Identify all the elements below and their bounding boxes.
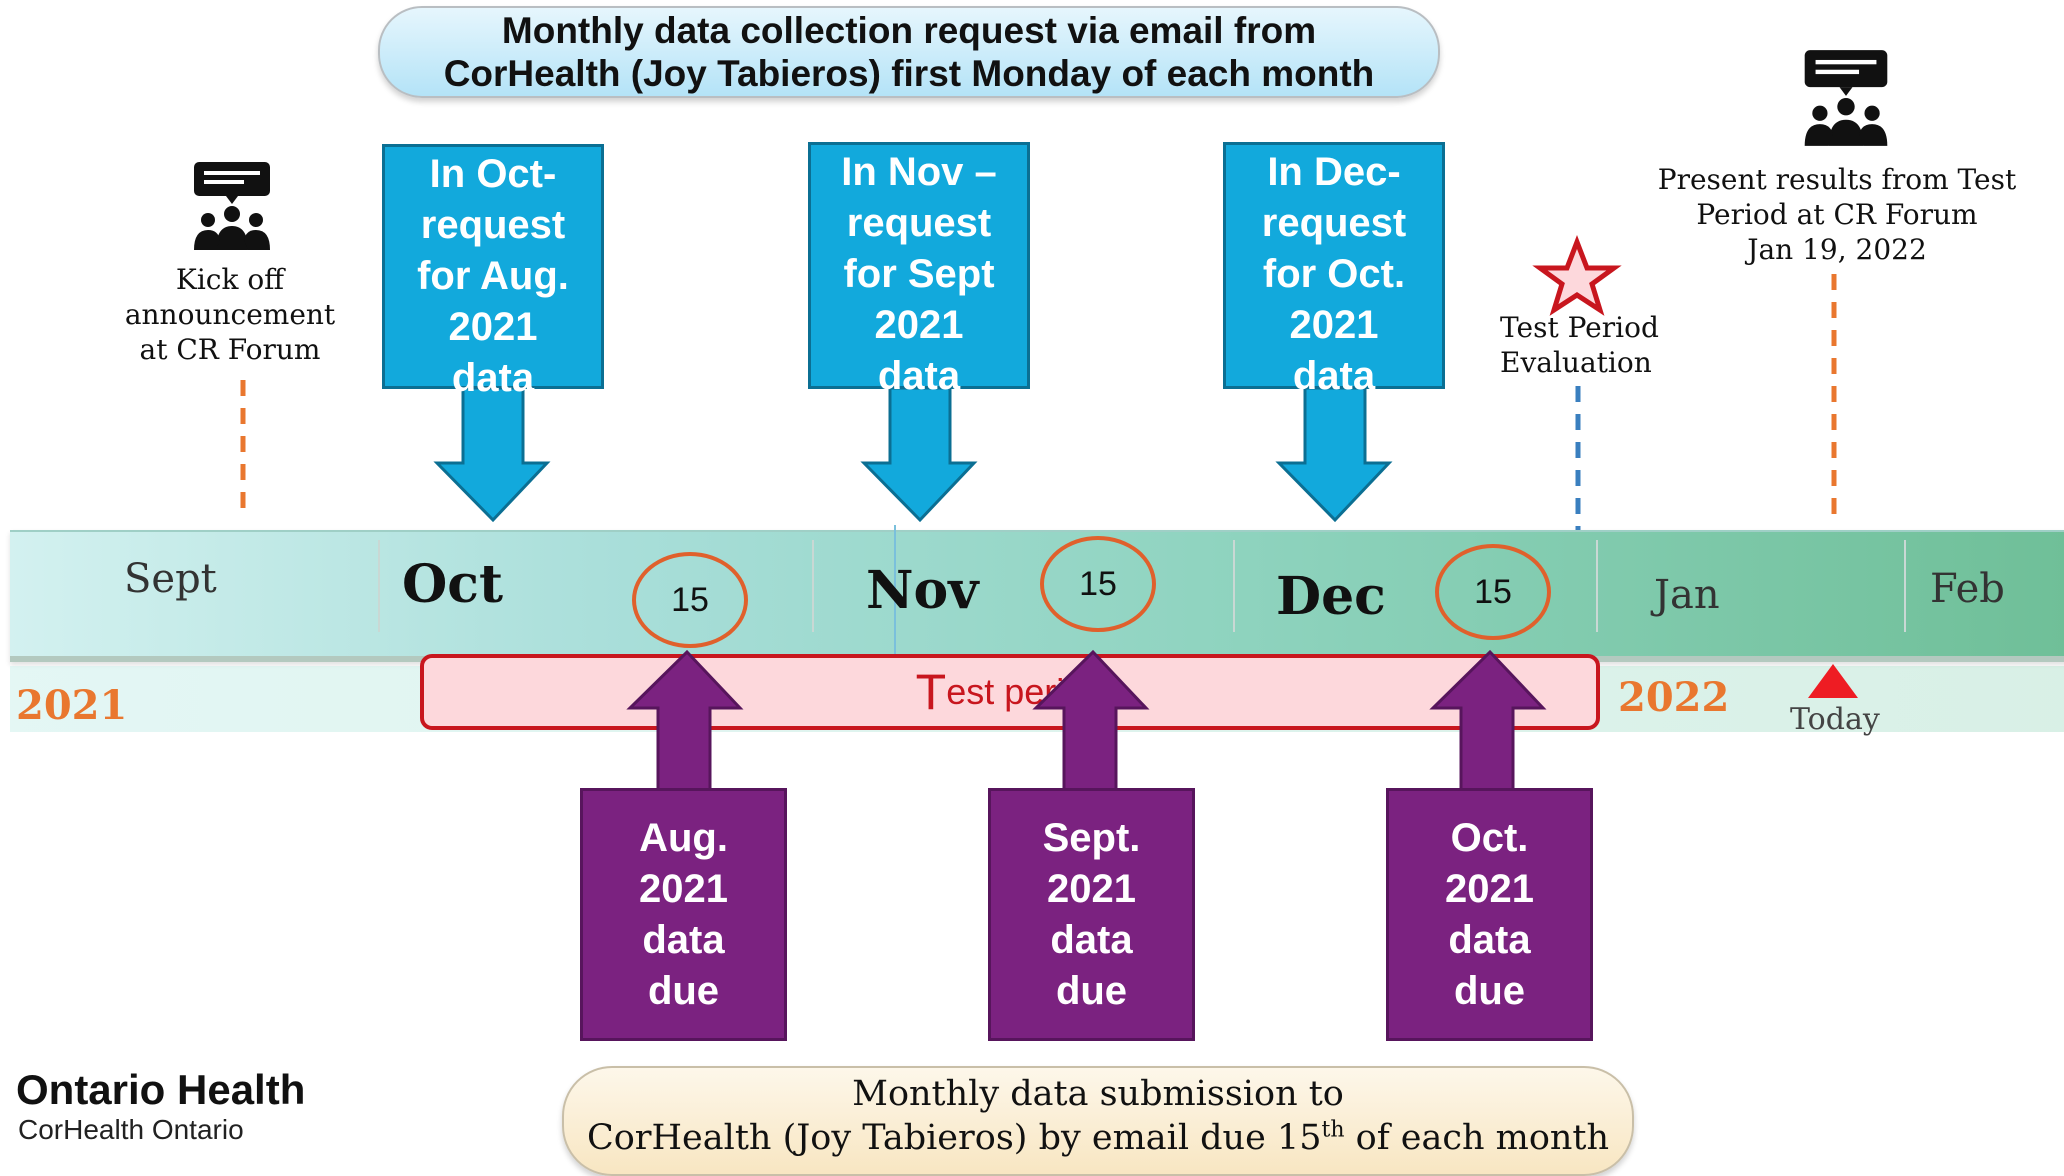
evaluation-line: Test Period [1500,311,1659,344]
due-line: data [1448,918,1531,962]
month-separator [1596,540,1598,632]
present-results-note: Present results from Test Period at CR F… [1650,162,2024,267]
month-label-sept: Sept [124,556,217,602]
request-line: 2021 [448,305,538,349]
monthly-submission-banner: Monthly data submission to CorHealth (Jo… [562,1066,1634,1176]
due-line: 2021 [1047,867,1136,911]
request-line: for Aug. [417,254,569,298]
month-separator [1233,540,1235,632]
request-line: request [420,203,566,247]
meeting-icon [1804,50,1888,146]
banner-line-2: CorHealth (Joy Tabieros) first Monday of… [443,53,1375,94]
request-line: request [846,201,992,245]
logo-corhealth-ontario: CorHealth Ontario [18,1114,244,1145]
due-line: Aug. [639,816,728,860]
month-label-jan: Jan [1654,572,1720,618]
submission-line-2-text: CorHealth (Joy Tabieros) by email due 15 [586,1118,1322,1158]
due-line: Oct. [1450,816,1529,860]
request-line: 2021 [874,303,964,347]
month-separator [378,540,380,632]
request-box-oct: In Oct- request for Aug. 2021 data [382,144,604,400]
kickoff-line: announcement [124,298,336,331]
month-separator [1904,540,1906,632]
request-line: data [451,356,535,400]
month-separator [812,540,814,632]
present-line: Jan 19, 2022 [1747,233,1927,266]
request-line: request [1261,201,1407,245]
due-line: due [1453,969,1526,1013]
request-line: 2021 [1289,303,1379,347]
request-box-nov: In Nov – request for Sept 2021 data [808,142,1030,398]
submission-line-1: Monthly data submission to [852,1074,1344,1114]
banner-line-1: Monthly data collection request via emai… [501,10,1317,51]
test-period-initial: T [915,664,947,720]
submission-line-2: CorHealth (Joy Tabieros) by email due 15… [564,1116,1632,1160]
up-arrow-sept [1032,649,1150,792]
logo-ontario-health: Ontario Health [16,1066,306,1113]
month-label-oct: Oct [402,554,503,615]
present-line: Present results from Test [1657,163,2017,196]
month-label-nov: Nov [866,560,979,621]
today-triangle-icon [1808,664,1858,698]
month-label-feb: Feb [1930,566,2005,612]
down-arrow-dec [1275,386,1393,523]
year-start-label: 2021 [16,682,128,729]
request-line: for Oct. [1262,252,1406,296]
day-marker-dec-15: 15 [1435,544,1551,640]
due-box-oct: Oct. 2021 data due [1386,788,1593,1041]
due-line: Sept. [1042,816,1141,860]
kickoff-line: Kick off [175,263,285,296]
up-arrow-aug [626,649,744,792]
today-label: Today [1790,702,1880,737]
up-arrow-oct [1429,649,1547,792]
month-label-dec: Dec [1276,566,1386,627]
request-line: data [877,354,961,398]
present-line: Period at CR Forum [1696,198,1978,231]
meeting-icon [194,162,270,250]
due-line: data [1050,918,1133,962]
day-marker-oct-15: 15 [632,552,748,648]
due-box-aug: Aug. 2021 data due [580,788,787,1041]
request-box-dec: In Dec- request for Oct. 2021 data [1223,142,1445,398]
day-marker-nov-15: 15 [1040,536,1156,632]
due-box-sept: Sept. 2021 data due [988,788,1195,1041]
kickoff-line: at CR Forum [139,333,321,366]
year-end-label: 2022 [1618,674,1730,721]
down-arrow-nov [860,386,978,523]
request-line: In Dec- [1267,150,1401,194]
submission-line-2-end: of each month [1344,1118,1610,1158]
submission-line-2-sup: th [1321,1117,1345,1143]
due-line: data [642,918,725,962]
request-line: data [1292,354,1376,398]
star-icon [1532,235,1622,316]
evaluation-line: Evaluation [1500,346,1652,379]
today-divider-line [894,525,896,660]
monthly-request-banner: Monthly data collection request via emai… [378,6,1440,98]
due-line: 2021 [639,867,728,911]
due-line: due [647,969,720,1013]
request-line: In Oct- [429,152,557,196]
due-line: due [1055,969,1128,1013]
kickoff-note: Kick off announcement at CR Forum [110,262,350,367]
request-line: for Sept [843,252,995,296]
down-arrow-oct [433,386,551,523]
request-line: In Nov – [841,150,997,194]
due-line: 2021 [1445,867,1534,911]
evaluation-note: Test Period Evaluation [1500,310,1680,380]
